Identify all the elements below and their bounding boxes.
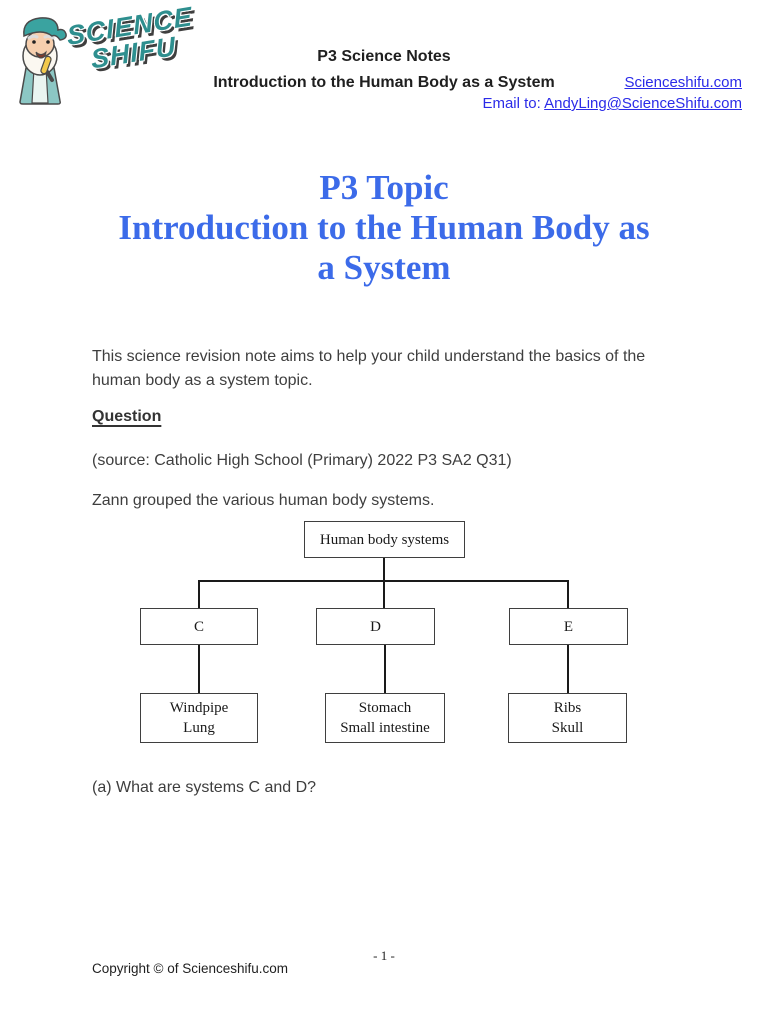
header-title-block: P3 Science Notes Introduction to the Hum… (0, 44, 768, 96)
email-prefix: Email to: (482, 95, 545, 112)
connector-line (198, 645, 200, 693)
source-line: (source: Catholic High School (Primary) … (92, 452, 512, 469)
connector-line (198, 580, 569, 582)
organ-line: Skull (551, 720, 584, 736)
website-link[interactable]: Scienceshifu.com (624, 74, 742, 91)
organ-line: Windpipe (169, 700, 229, 716)
copyright-line: Copyright © of Scienceshifu.com (92, 961, 289, 976)
diagram-box-stomach-intestine: Stomach Small intestine (325, 693, 445, 743)
email-link[interactable]: AndyLing@ScienceShifu.com (544, 95, 742, 112)
organ-line: Small intestine (340, 720, 430, 736)
statement-line: Zann grouped the various human body syst… (92, 492, 435, 509)
intro-line1: This science revision note aims to help … (92, 348, 646, 365)
connector-line (384, 645, 386, 693)
connector-line (198, 580, 200, 608)
page-title-line2: Introduction to the Human Body as (118, 208, 650, 247)
mascot-icon (19, 17, 67, 105)
organ-line: Stomach (358, 700, 412, 716)
question-part-a: (a) What are systems C and D? (92, 779, 317, 796)
connector-line (383, 558, 385, 608)
human-body-systems-diagram: Human body systems C D E Windpipe Lung S… (0, 521, 768, 753)
connector-line (567, 645, 569, 693)
diagram-box-c: C (140, 608, 258, 645)
diagram-box-e: E (509, 608, 628, 645)
connector-line (567, 580, 569, 608)
diagram-root-box: Human body systems (304, 521, 465, 558)
page-title: P3 Topic Introduction to the Human Body … (0, 168, 768, 288)
intro-paragraph: This science revision note aims to help … (92, 345, 645, 393)
organ-line: Lung (183, 720, 215, 736)
diagram-box-d: D (316, 608, 435, 645)
page-number: - 1 - (373, 948, 395, 963)
question-heading: Question (92, 408, 162, 425)
header-title-line2: Introduction to the Human Body as a Syst… (213, 74, 555, 91)
diagram-box-ribs-skull: Ribs Skull (508, 693, 627, 743)
organ-line: Ribs (553, 700, 582, 716)
page-title-line1: P3 Topic (319, 168, 449, 207)
page-title-line3: a System (317, 248, 451, 287)
header-links: Scienceshifu.com Email to: AndyLing@Scie… (482, 72, 742, 114)
science-shifu-logo: SCIENCE SHIFU (10, 1, 195, 108)
header-title-line1: P3 Science Notes (317, 48, 451, 65)
diagram-box-windpipe-lung: Windpipe Lung (140, 693, 258, 743)
intro-line2: human body as a system topic. (92, 372, 313, 389)
